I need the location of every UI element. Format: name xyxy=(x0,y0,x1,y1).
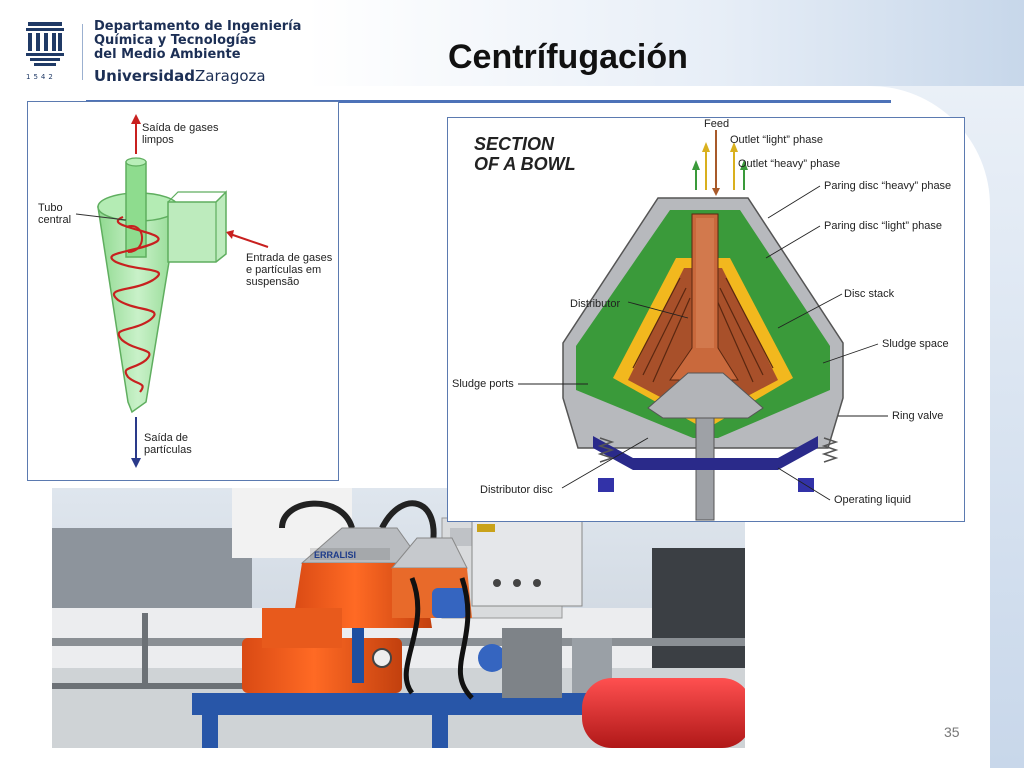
label-disc-stack: Disc stack xyxy=(844,288,895,300)
bowl-diagram-title: SECTION OF A BOWL xyxy=(474,134,576,174)
dept-line-1: Departamento de Ingeniería xyxy=(94,19,302,34)
slide-title: Centrífugación xyxy=(448,38,688,76)
cyclone-illustration xyxy=(75,114,269,468)
label-outlet-heavy: Outlet “heavy” phase xyxy=(738,158,841,170)
label-paring-light: Paring disc “light” phase xyxy=(824,220,943,232)
uni-regular: Zaragoza xyxy=(195,67,266,85)
page-number: 35 xyxy=(944,724,960,740)
cyclone-label-gas-outlet: Saída de gases limpos xyxy=(142,122,218,146)
uni-bold: Universidad xyxy=(94,67,196,85)
cyclone-label-inlet-line3: suspensão xyxy=(246,276,300,288)
cyclone-label-central-tube: Tubo central xyxy=(38,202,71,226)
separator-photo-illustration: ERRALISI xyxy=(52,488,745,748)
cyclone-label-tube-line2: central xyxy=(38,214,72,226)
label-sludge-space: Sludge space xyxy=(882,338,949,350)
label-paring-heavy: Paring disc “heavy” phase xyxy=(824,180,952,192)
logo-separator xyxy=(82,24,83,80)
cyclone-label-inlet-line2: e partículas em xyxy=(246,264,322,276)
cyclone-label-particle-outlet: Saída de partículas xyxy=(144,432,192,456)
cyclone-label-inlet-line1: Entrada de gases xyxy=(246,252,333,264)
university-logo: 1542 Departamento de Ingeniería Química … xyxy=(22,20,301,85)
label-distributor: Distributor xyxy=(570,298,621,310)
university-crest-icon xyxy=(26,22,64,66)
label-distributor-disc: Distributor disc xyxy=(480,484,553,496)
bowl-title-line2: OF A BOWL xyxy=(474,154,576,174)
cyclone-label-gas-outlet-line1: Saída de gases xyxy=(142,122,219,134)
university-name: UniversidadZaragoza xyxy=(94,67,266,85)
label-outlet-light: Outlet “light” phase xyxy=(730,134,823,146)
dept-line-3: del Medio Ambiente xyxy=(94,47,241,62)
cyclone-label-gas-outlet-line2: limpos xyxy=(142,134,174,146)
title-underline xyxy=(86,100,891,103)
logo-year: 1542 xyxy=(26,73,56,81)
header-band xyxy=(0,0,1024,86)
bowl-section-diagram: SECTION OF A BOWL Feed Outlet “light” ph… xyxy=(447,117,965,522)
bowl-title-line1: SECTION xyxy=(474,134,555,154)
label-operating-liquid: Operating liquid xyxy=(834,494,912,506)
cyclone-label-particle-line1: Saída de xyxy=(144,432,189,444)
cyclone-label-inlet: Entrada de gases e partículas em suspens… xyxy=(246,252,332,288)
cyclone-diagram: Saída de gases limpos Tubo central Entra… xyxy=(27,101,339,481)
machine-brand-text: ERRALISI xyxy=(314,550,356,560)
bowl-section-illustration xyxy=(518,130,888,521)
cyclone-label-tube-line1: Tubo xyxy=(38,202,63,214)
label-sludge-ports: Sludge ports xyxy=(452,378,514,390)
label-feed: Feed xyxy=(704,118,730,130)
separator-photo: ERRALISI xyxy=(52,488,745,748)
department-name: Departamento de Ingeniería Química y Tec… xyxy=(94,20,301,62)
label-ring-valve: Ring valve xyxy=(892,410,944,422)
cyclone-label-particle-line2: partículas xyxy=(144,444,192,456)
dept-line-2: Química y Tecnologías xyxy=(94,33,257,48)
